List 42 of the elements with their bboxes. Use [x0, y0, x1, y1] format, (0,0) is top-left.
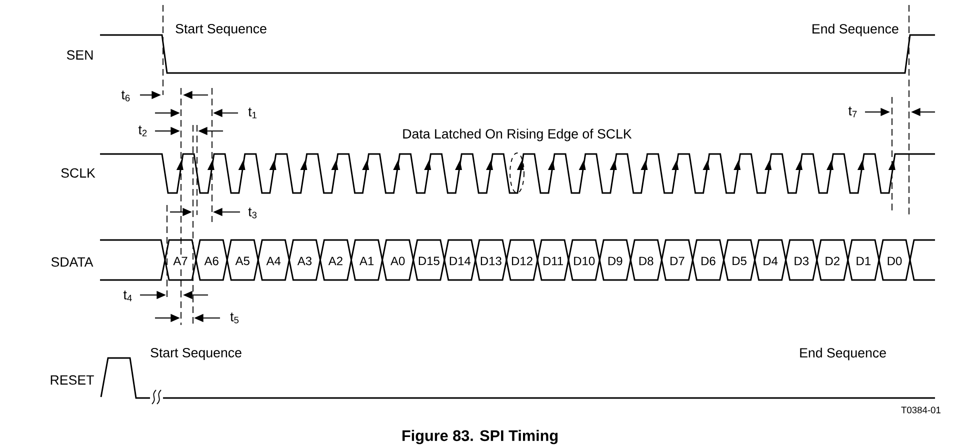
timing-label: t$_{1}$	[248, 108, 256, 118]
data-bit-cell: A3	[288, 239, 321, 281]
data-bit-cell: D0	[878, 239, 911, 281]
timing-label: t$_{6}$	[121, 90, 130, 102]
data-bit-cell: A5	[226, 239, 259, 281]
figure-id: T0384-01	[901, 406, 940, 414]
signal-name: SCLK	[61, 168, 96, 178]
data-bit-cell: D1	[847, 239, 880, 281]
data-bit-cell: D9	[598, 239, 632, 281]
data-bit-cell: D7	[660, 239, 694, 281]
data-bit-cell: A0	[382, 239, 414, 281]
data-bit-cell: D15	[412, 239, 446, 281]
data-bit-cell: D4	[754, 239, 787, 281]
data-bit-cell: A1	[350, 239, 384, 281]
data-bit-cell: D14	[444, 239, 476, 281]
signal-name: SEN	[66, 50, 93, 60]
data-bit-cell: D11	[536, 239, 570, 281]
data-bit-cell: A7	[164, 239, 197, 281]
data-bit-cell: A4	[257, 239, 290, 281]
timing-label: t$_{5}$	[230, 312, 239, 324]
signal-name: SDATA	[51, 257, 94, 267]
annotation: End Sequence	[812, 24, 898, 36]
timing-label: t$_{4}$	[123, 290, 132, 302]
data-bit-cell: D2	[816, 239, 849, 281]
data-bit-cell: D8	[630, 239, 662, 281]
timing-label: t$_{3}$	[248, 208, 257, 218]
annotation: End Sequence	[800, 348, 886, 360]
annotation: Start Sequence	[150, 348, 242, 360]
data-bit-cell: D13	[474, 239, 508, 281]
signal-name: RESET	[50, 375, 94, 385]
annotation: Data Latched On Rising Edge of SCLK	[403, 128, 632, 142]
data-bit-cell: D6	[692, 239, 725, 281]
figure-caption: Figure 83. SPI Timing	[402, 430, 558, 444]
data-bit-cell: A6	[195, 239, 228, 281]
data-bit-cell: D12	[506, 239, 538, 281]
data-bit-cell: D10	[568, 239, 600, 281]
data-bit-cell: D5	[723, 239, 756, 281]
timing-label: t$_{2}$	[138, 126, 147, 136]
annotation: Start Sequence	[176, 24, 266, 36]
timing-label: t$_{7}$	[848, 106, 857, 118]
data-bit-cell: D3	[785, 239, 818, 281]
data-bit-cell: A2	[319, 239, 352, 281]
